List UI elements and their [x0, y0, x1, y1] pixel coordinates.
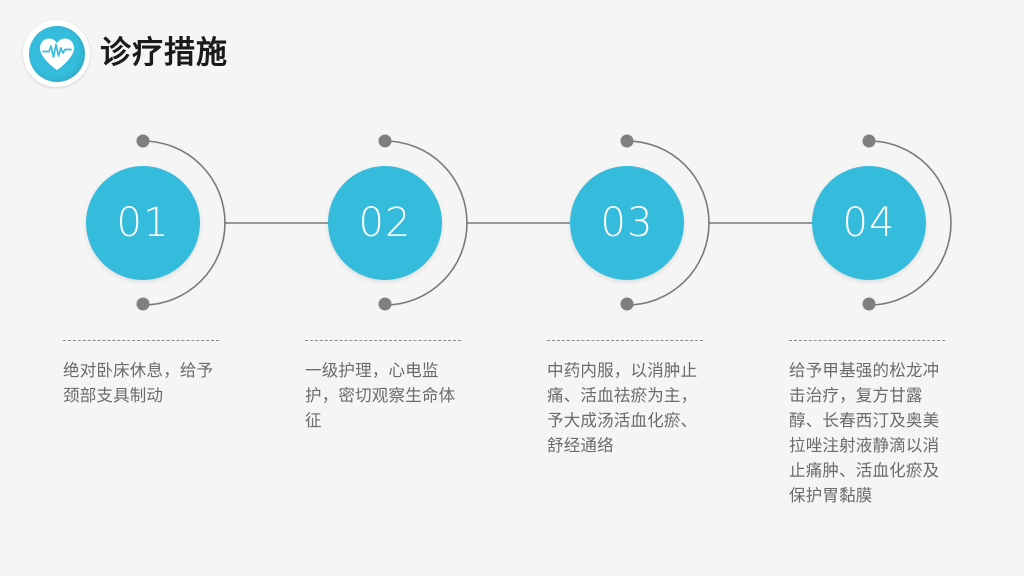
- step-number-01: 01: [116, 200, 170, 246]
- caption-text-01: 绝对卧床休息，给予颈部支具制动: [63, 361, 214, 405]
- page-title: 诊疗措施: [100, 35, 228, 71]
- step-number-02: 02: [358, 200, 412, 246]
- caption-text-03: 中药内服，以消肿止痛、活血祛瘀为主，予大成汤活血化瘀、舒经通络: [547, 361, 698, 455]
- step-circle-01[interactable]: 01: [86, 166, 200, 280]
- heart-pulse-icon-disc: [28, 25, 85, 82]
- step-circle-04[interactable]: 04: [812, 166, 926, 280]
- step-number-03: 03: [600, 200, 654, 246]
- heart-pulse-icon: [23, 20, 90, 87]
- step-caption-03: 中药内服，以消肿止痛、活血祛瘀为主，予大成汤活血化瘀、舒经通络: [547, 340, 707, 458]
- step-caption-02: 一级护理，心电监护，密切观察生命体征: [305, 340, 465, 433]
- caption-text-04: 给予甲基强的松龙冲击治疗，复方甘露醇、长春西汀及奥美拉唑注射液静滴以消止痛肿、活…: [789, 361, 940, 505]
- step-caption-01: 绝对卧床休息，给予颈部支具制动: [63, 340, 223, 408]
- step-caption-04: 给予甲基强的松龙冲击治疗，复方甘露醇、长春西汀及奥美拉唑注射液静滴以消止痛肿、活…: [789, 340, 949, 508]
- step-circle-02[interactable]: 02: [328, 166, 442, 280]
- caption-divider-01: [63, 340, 219, 341]
- step-number-04: 04: [842, 200, 896, 246]
- caption-divider-02: [305, 340, 461, 341]
- caption-divider-03: [547, 340, 703, 341]
- heart-pulse-glyph: [39, 38, 74, 70]
- caption-divider-04: [789, 340, 945, 341]
- caption-text-02: 一级护理，心电监护，密切观察生命体征: [305, 361, 456, 430]
- step-circle-03[interactable]: 03: [570, 166, 684, 280]
- page-header: 诊疗措施: [0, 0, 1024, 110]
